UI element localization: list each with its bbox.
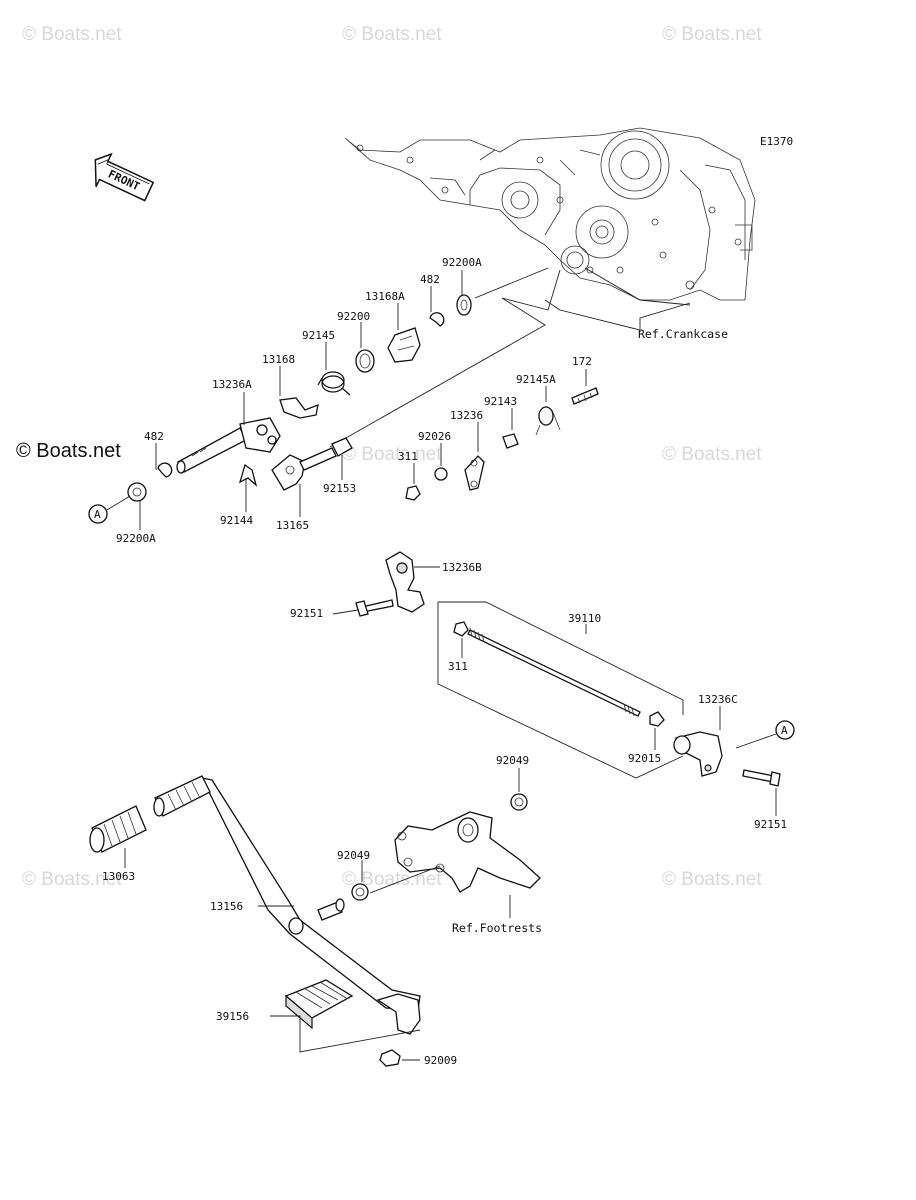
label-13063: 13063 [102,870,135,883]
label-13165: 13165 [276,519,309,532]
labels-mid: 13236B 92151 39110 311 92015 13236C 9215… [290,561,787,831]
spring-92144 [238,463,258,487]
washer-92200a-top [456,294,472,316]
rod-thread-left [469,627,485,643]
nut-311-top [405,485,421,501]
label-92200a-bottom: 92200A [116,532,156,545]
bolt-92151-right [742,769,781,787]
watermark-layer: © Boats.net © Boats.net © Boats.net © Bo… [22,24,762,890]
spring-92145 [317,371,351,396]
label-482-top: 482 [420,273,440,286]
spring-92145a [535,406,561,436]
footrest-bracket [394,811,541,893]
label-13168: 13168 [262,353,295,366]
labels-upper: 92200A 482 13168A 92200 92145 13168 1323… [116,256,592,545]
label-13236b: 13236B [442,561,482,574]
callout-a-right: A [735,720,795,749]
leader-lines-mid [332,566,777,816]
label-311-top: 311 [398,450,418,463]
watermark-dark: © Boats.net [16,440,121,462]
label-92200: 92200 [337,310,370,323]
ref-crankcase-label: Ref.Crankcase [638,327,728,341]
leader-line [544,299,641,332]
pin-172 [571,387,599,405]
leader-lines-lower [124,768,520,1061]
watermark: © Boats.net [342,24,442,45]
watermark: © Boats.net [342,444,442,465]
pad-39156 [284,979,354,1030]
label-92049-left: 92049 [337,849,370,862]
watermark: © Boats.net [662,869,762,890]
tie-rod-assembly [355,551,781,787]
pedal-grip [153,775,211,817]
lever-13236 [464,455,485,491]
plate-13165 [271,454,306,491]
diagram-code: E1370 [760,135,793,148]
label-92026: 92026 [418,430,451,443]
label-13236a: 13236A [212,378,252,391]
label-482-left: 482 [144,430,164,443]
label-13156: 13156 [210,900,243,913]
label-39156: 39156 [216,1010,249,1023]
leader-line [584,267,691,306]
label-92009: 92009 [424,1054,457,1067]
label-13168a: 13168A [365,290,405,303]
label-92153: 92153 [323,482,356,495]
nut-92009 [379,1049,401,1067]
watermark: © Boats.net [22,869,122,890]
label-92144: 92144 [220,514,253,527]
nut-92015 [649,711,665,727]
front-arrow-icon: FRONT [94,152,155,202]
labels-lower: 92049 92049 13063 13156 39156 92009 Ref.… [102,754,542,1067]
shift-pedal-assembly [89,775,541,1067]
leader-line [639,302,691,329]
label-92143: 92143 [484,395,517,408]
label-92151-left: 92151 [290,607,323,620]
circlip-482-left [157,462,173,478]
circlip-482-top [429,312,445,327]
collar-13168 [279,397,319,419]
washer-92200a-bottom [127,482,147,502]
nut-311-mid [453,621,469,637]
rod-thread-right [623,703,635,717]
crankcase-drawing [344,127,756,301]
label-92145: 92145 [302,329,335,342]
watermark: © Boats.net [662,444,762,465]
watermark: © Boats.net [662,24,762,45]
callout-a-text: A [781,724,788,737]
leader-line [474,267,549,299]
callout-a-left: A [88,495,131,524]
label-311-mid: 311 [448,660,468,673]
label-92049-top: 92049 [496,754,529,767]
joint-13236b [385,551,425,613]
shift-shaft-13236a [176,417,281,474]
callout-a-text: A [94,508,101,521]
label-92015: 92015 [628,752,661,765]
label-39110: 39110 [568,612,601,625]
label-92151-right: 92151 [754,818,787,831]
rubber-13063 [89,805,147,853]
leader-line [329,269,561,448]
bolt-92151-left [355,599,394,617]
label-13236: 13236 [450,409,483,422]
watermark: © Boats.net [22,24,122,45]
label-172: 172 [572,355,592,368]
leader-lines-upper [139,270,587,530]
washer-92026 [434,467,448,481]
label-92200a-top: 92200A [442,256,482,269]
part-13168a [387,327,421,363]
ref-footrests-label: Ref.Footrests [452,921,542,935]
pedal-13156 [200,777,421,1035]
bolt-92153 [299,437,353,471]
group-bracket-39110 [437,601,684,779]
label-13236c: 13236C [698,693,738,706]
rod-39110 [467,629,641,717]
shift-shaft-upper [127,294,599,502]
collar-92049-top [510,793,528,811]
ring-92200 [355,349,375,373]
collar-92143 [502,433,519,449]
collar-92049-left [351,883,369,901]
label-92145a: 92145A [516,373,556,386]
